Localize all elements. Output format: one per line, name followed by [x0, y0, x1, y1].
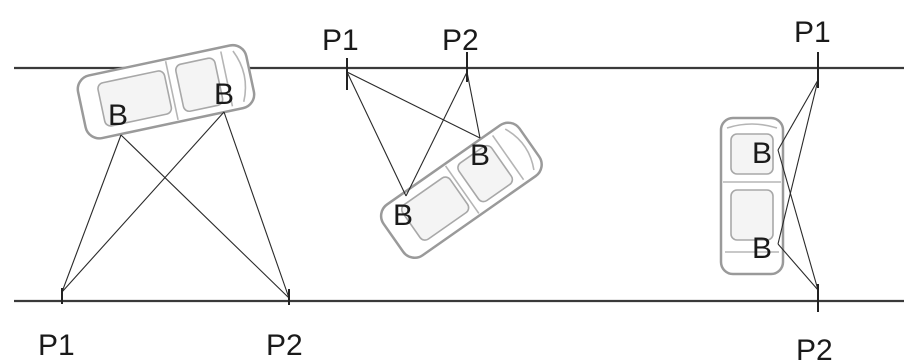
- label-p1-scene-2: P1: [322, 24, 359, 57]
- label-b-rear-scene-1: B: [108, 99, 128, 132]
- car-scene-2: [379, 121, 543, 259]
- label-p1-scene-1: P1: [38, 329, 75, 362]
- label-p2-scene-2: P2: [442, 24, 479, 57]
- car-scene-3: [719, 116, 785, 276]
- car-scene-1: [76, 43, 256, 140]
- label-p1-scene-3: P1: [794, 16, 831, 49]
- sensor-rays-scene-3: [777, 79, 819, 291]
- label-b-front-scene-2: B: [470, 139, 490, 172]
- label-b-top-scene-3: B: [752, 137, 772, 170]
- sensor-rays-scene-2: [346, 71, 481, 197]
- label-b-front-scene-1: B: [214, 78, 234, 111]
- label-p2-scene-3: P2: [796, 334, 833, 362]
- label-p2-scene-1: P2: [266, 329, 303, 362]
- sensor-rays-scene-1: [61, 111, 290, 299]
- label-b-bottom-scene-3: B: [752, 232, 772, 265]
- label-b-rear-scene-2: B: [393, 199, 413, 232]
